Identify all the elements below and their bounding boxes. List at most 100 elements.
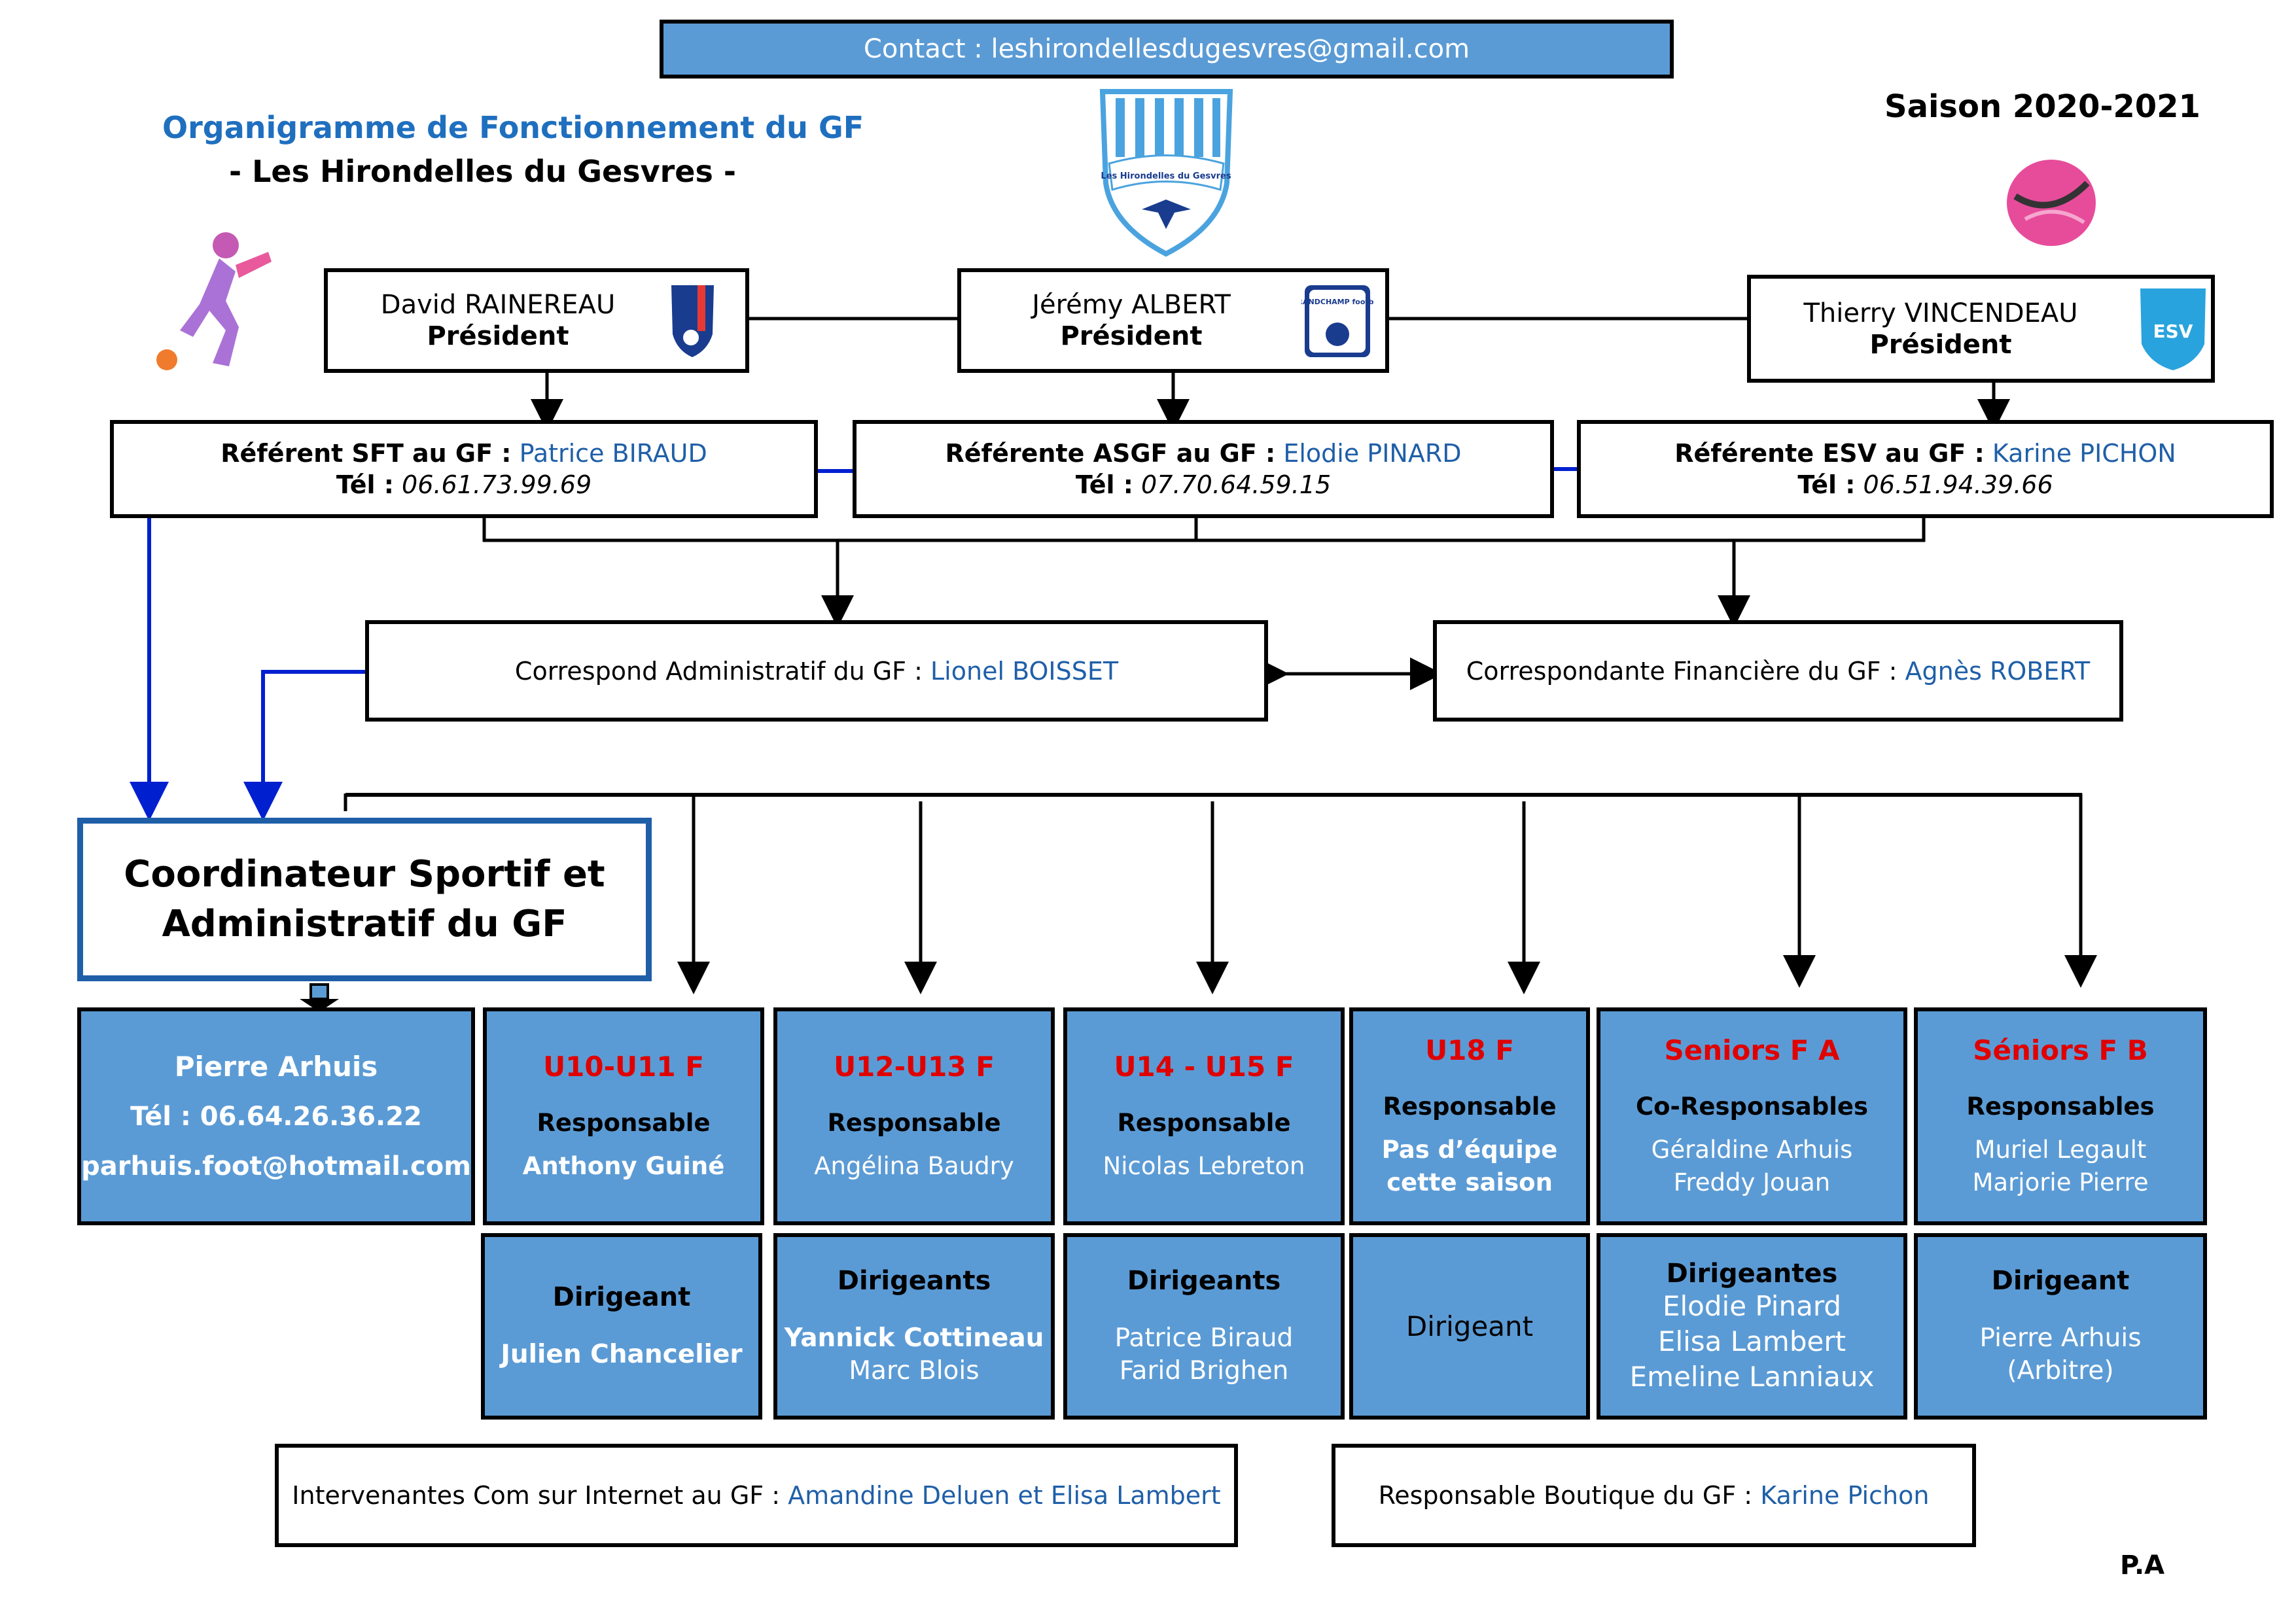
esv-logo-text: ESV (2153, 321, 2193, 342)
team-responsable-name: Marjorie Pierre (1972, 1168, 2149, 1196)
referent-label: Référente ESV au GF : (1674, 439, 1985, 468)
dirigeant-label: Dirigeant (1405, 1310, 1534, 1342)
coordinator-contact-box: Pierre Arhuis Tél : 06.64.26.36.22 parhu… (77, 1007, 475, 1225)
dirigeant-label: Dirigeantes (1666, 1258, 1838, 1289)
dirigeant-name: Elodie Pinard (1662, 1289, 1842, 1322)
coordinator-title-line1: Coordinateur Sportif et (124, 853, 605, 896)
ball-icon (2002, 157, 2100, 249)
contact-banner: Contact : leshirondellesdugesvres@gmail.… (660, 20, 1674, 79)
dirigeant-label: Dirigeant (1991, 1265, 2130, 1296)
player-illustration (147, 226, 278, 376)
referent-box-esv: Référente ESV au GF : Karine PICHON Tél … (1577, 420, 2274, 518)
team-category: U10-U11 F (543, 1050, 704, 1083)
dirigeant-name: Pierre Arhuis (1979, 1323, 2142, 1353)
dirigeant-box-u12-u13: Dirigeants Yannick Cottineau Marc Blois (773, 1233, 1055, 1420)
dirigeant-name: Yannick Cottineau (784, 1323, 1044, 1353)
sft-club-logo (668, 282, 717, 359)
team-responsable-name: Angélina Baudry (814, 1151, 1014, 1180)
team-role: Responsable (537, 1108, 711, 1137)
coordinator-tel: Tél : 06.64.26.36.22 (130, 1101, 422, 1132)
club-shield-text: Les Hirondelles du Gesvres (1101, 171, 1231, 181)
dirigeant-label: Dirigeants (1127, 1265, 1281, 1296)
dirigeant-label: Dirigeants (837, 1265, 991, 1296)
team-responsable-name: Freddy Jouan (1673, 1168, 1831, 1196)
president-role: Président (1869, 329, 2012, 360)
team-box-seniors-b: Séniors F B Responsables Muriel Legault … (1914, 1007, 2207, 1225)
team-box-u18: U18 F Responsable Pas d’équipe cette sai… (1349, 1007, 1590, 1225)
team-responsable-name: Géraldine Arhuis (1651, 1135, 1853, 1164)
dirigeant-name: Julien Chancelier (501, 1339, 743, 1369)
author-initials: P.A (2120, 1550, 2165, 1580)
team-role: Co-Responsables (1635, 1092, 1869, 1121)
team-responsable-name: Muriel Legault (1974, 1135, 2147, 1164)
referent-label: Référent SFT au GF : (221, 439, 512, 468)
referent-tel-label: Tél : (336, 470, 394, 499)
referent-box-sft: Référent SFT au GF : Patrice BIRAUD Tél … (110, 420, 818, 518)
contact-text: Contact : leshirondellesdugesvres@gmail.… (863, 34, 1470, 64)
coordinator-name: Pierre Arhuis (174, 1050, 378, 1083)
correspondant-admin-box: Correspond Administratif du GF : Lionel … (365, 620, 1268, 722)
referent-tel: 07.70.64.59.15 (1141, 470, 1332, 499)
president-name: David RAINEREAU (380, 290, 616, 320)
correspondant-name: Agnès ROBERT (1905, 656, 2091, 686)
referent-label: Référente ASGF au GF : (945, 439, 1276, 468)
dirigeant-box-u10-u11: Dirigeant Julien Chancelier (481, 1233, 762, 1420)
correspondant-label: Correspondante Financière du GF : (1466, 656, 1898, 686)
footer-label: Intervenantes Com sur Internet au GF : (292, 1481, 781, 1510)
team-category: Seniors F A (1664, 1034, 1840, 1066)
team-role: Responsable (1117, 1108, 1291, 1137)
boutique-box: Responsable Boutique du GF : Karine Pich… (1332, 1444, 1976, 1547)
president-name: Jérémy ALBERT (1032, 290, 1231, 320)
team-box-u12-u13: U12-U13 F Responsable Angélina Baudry (773, 1007, 1055, 1225)
grandchamp-club-logo: GRANDCHAMP football (1292, 282, 1383, 360)
team-role: Responsable (1383, 1092, 1557, 1121)
page-title: Organigramme de Fonctionnement du GF (162, 110, 864, 145)
dirigeant-name: (Arbitre) (2007, 1355, 2114, 1386)
dirigeant-label: Dirigeant (552, 1282, 691, 1312)
referent-tel-label: Tél : (1797, 470, 1856, 499)
coordinator-title-box: Coordinateur Sportif et Administratif du… (77, 818, 652, 981)
grandchamp-logo-text: GRANDCHAMP football (1301, 298, 1373, 306)
team-responsable-note: cette saison (1386, 1168, 1553, 1196)
president-box-sft: David RAINEREAU Président (324, 268, 749, 373)
team-responsable-name: Anthony Guiné (522, 1151, 725, 1180)
correspondant-name: Lionel BOISSET (930, 656, 1119, 686)
team-box-u14-u15: U14 - U15 F Responsable Nicolas Lebreton (1063, 1007, 1345, 1225)
dirigeant-name: Patrice Biraud (1114, 1323, 1294, 1353)
team-responsable-note: Pas d’équipe (1381, 1135, 1558, 1164)
dirigeant-name: Farid Brighen (1119, 1355, 1289, 1386)
dirigeant-name: Elisa Lambert (1657, 1325, 1846, 1357)
team-box-u10-u11: U10-U11 F Responsable Anthony Guiné (483, 1007, 764, 1225)
referent-tel: 06.61.73.99.69 (402, 470, 592, 499)
president-box-esv: Thierry VINCENDEAU Président ESV (1747, 275, 2215, 383)
referent-tel: 06.51.94.39.66 (1863, 470, 2053, 499)
team-role: Responsable (827, 1108, 1001, 1137)
footer-name: Amandine Deluen et Elisa Lambert (788, 1481, 1221, 1510)
dirigeant-box-seniors-b: Dirigeant Pierre Arhuis (Arbitre) (1914, 1233, 2207, 1420)
footer-label: Responsable Boutique du GF : (1378, 1481, 1753, 1510)
com-internet-box: Intervenantes Com sur Internet au GF : A… (275, 1444, 1238, 1547)
dirigeant-name: Emeline Lanniaux (1629, 1360, 1875, 1393)
dirigeant-box-u14-u15: Dirigeants Patrice Biraud Farid Brighen (1063, 1233, 1345, 1420)
correspondant-finance-box: Correspondante Financière du GF : Agnès … (1433, 620, 2123, 722)
dirigeant-box-u18: Dirigeant (1349, 1233, 1590, 1420)
referent-name: Karine PICHON (1992, 439, 2176, 468)
president-role: Président (1060, 321, 1203, 351)
season-label: Saison 2020-2021 (1884, 88, 2200, 125)
coordinator-title-line2: Administratif du GF (162, 903, 567, 945)
team-category: U12-U13 F (834, 1050, 995, 1083)
team-category: U18 F (1425, 1034, 1514, 1066)
esv-club-logo: ESV (2137, 285, 2209, 374)
team-category: Séniors F B (1973, 1034, 2148, 1066)
team-category: U14 - U15 F (1114, 1050, 1294, 1083)
club-shield-logo: Les Hirondelles du Gesvres (1096, 85, 1237, 258)
president-role: Président (427, 321, 569, 351)
referent-name: Patrice BIRAUD (519, 439, 707, 468)
referent-box-asgf: Référente ASGF au GF : Elodie PINARD Tél… (853, 420, 1554, 518)
team-box-seniors-a: Seniors F A Co-Responsables Géraldine Ar… (1597, 1007, 1907, 1225)
president-name: Thierry VINCENDEAU (1803, 298, 2078, 328)
dirigeant-name: Marc Blois (849, 1355, 980, 1386)
dirigeant-box-seniors-a: Dirigeantes Elodie Pinard Elisa Lambert … (1597, 1233, 1907, 1420)
page-subtitle: - Les Hirondelles du Gesvres - (229, 154, 736, 189)
